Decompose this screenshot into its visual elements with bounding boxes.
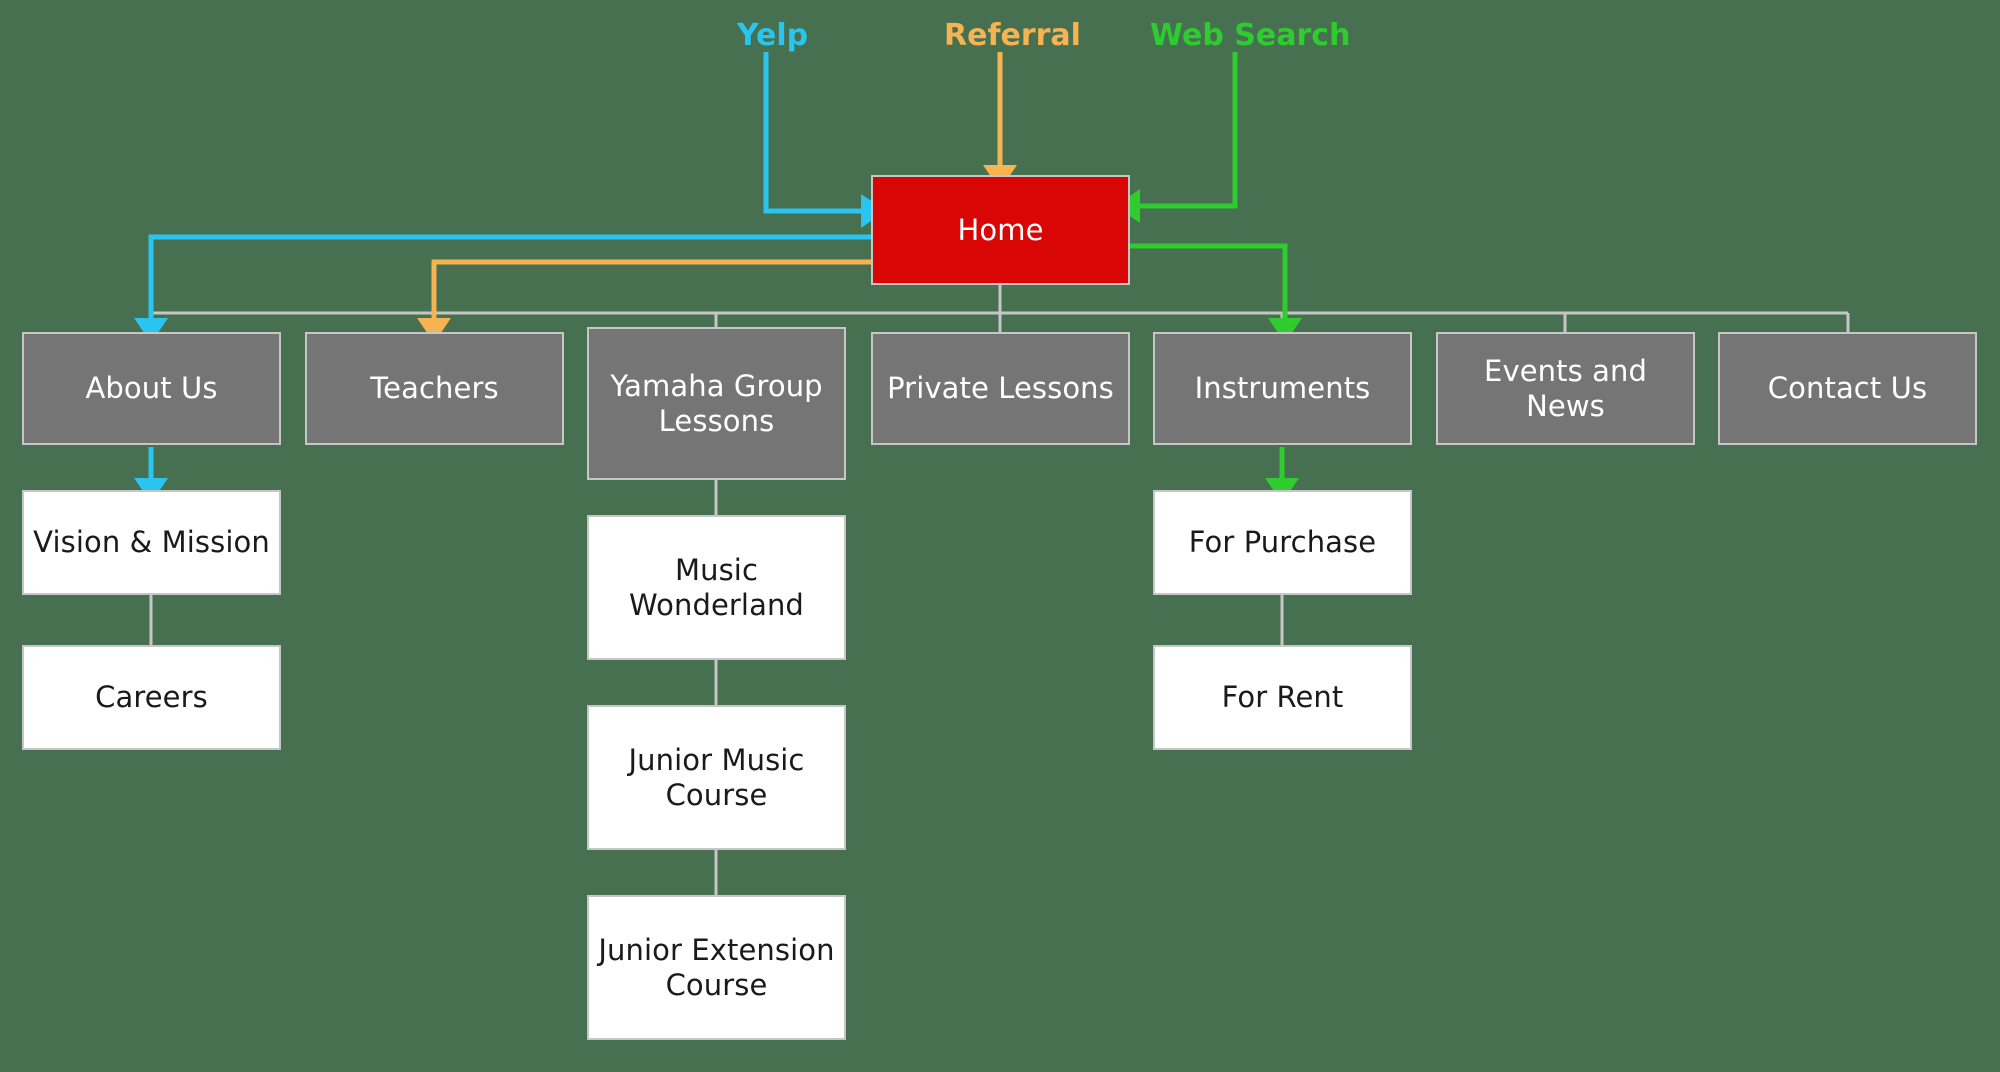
- arrowhead-home-to-instruments: [1268, 318, 1302, 343]
- node-label-about-us: About Us: [85, 371, 218, 406]
- source-label-yelp: Yelp: [737, 18, 809, 53]
- node-label-contact-us: Contact Us: [1767, 371, 1928, 406]
- tree-connectors-layer: [149, 285, 1850, 332]
- node-teachers[interactable]: Teachers: [305, 332, 564, 445]
- node-junior-extension[interactable]: Junior Extension Course: [587, 895, 846, 1040]
- flow-arrow-home-to-instruments: [1130, 243, 1302, 343]
- node-home[interactable]: Home: [871, 175, 1130, 285]
- flow-arrows-layer: [134, 52, 1302, 503]
- source-label-referral: Referral: [944, 18, 1081, 53]
- node-label-home: Home: [957, 212, 1044, 247]
- flow-arrow-home-to-teachers: [417, 259, 871, 343]
- flow-arrow-home-to-about-us: [134, 234, 871, 343]
- source-label-web-search: Web Search: [1150, 18, 1351, 53]
- node-junior-music[interactable]: Junior Music Course: [587, 705, 846, 850]
- node-instruments[interactable]: Instruments: [1153, 332, 1412, 445]
- flow-arrow-websearch-to-home: [1115, 52, 1238, 223]
- node-events-news[interactable]: Events and News: [1436, 332, 1695, 445]
- node-private-lessons[interactable]: Private Lessons: [871, 332, 1130, 445]
- node-for-purchase[interactable]: For Purchase: [1153, 490, 1412, 595]
- flow-arrow-yelp-to-home: [763, 52, 886, 228]
- node-label-instruments: Instruments: [1194, 371, 1371, 406]
- node-label-teachers: Teachers: [370, 371, 499, 406]
- node-label-music-wonderland: Music Wonderland: [629, 553, 804, 622]
- node-music-wonderland[interactable]: Music Wonderland: [587, 515, 846, 660]
- node-careers[interactable]: Careers: [22, 645, 281, 750]
- node-label-junior-music: Junior Music Course: [628, 743, 805, 812]
- node-label-junior-extension: Junior Extension Course: [598, 933, 835, 1002]
- node-yamaha-group[interactable]: Yamaha Group Lessons: [587, 327, 846, 480]
- node-label-for-purchase: For Purchase: [1188, 525, 1377, 560]
- node-label-events-news: Events and News: [1484, 354, 1647, 423]
- node-contact-us[interactable]: Contact Us: [1718, 332, 1977, 445]
- arrowhead-home-to-about-us: [134, 318, 168, 343]
- leaf-connectors-layer: [149, 480, 1284, 895]
- arrowhead-home-to-teachers: [417, 318, 451, 343]
- node-label-careers: Careers: [95, 680, 208, 715]
- flow-arrow-referral-to-home: [983, 52, 1017, 190]
- node-label-vision-mission: Vision & Mission: [33, 525, 270, 560]
- node-label-for-rent: For Rent: [1221, 680, 1344, 715]
- node-for-rent[interactable]: For Rent: [1153, 645, 1412, 750]
- node-label-yamaha-group: Yamaha Group Lessons: [610, 369, 823, 438]
- node-about-us[interactable]: About Us: [22, 332, 281, 445]
- node-label-private-lessons: Private Lessons: [887, 371, 1114, 406]
- node-vision-mission[interactable]: Vision & Mission: [22, 490, 281, 595]
